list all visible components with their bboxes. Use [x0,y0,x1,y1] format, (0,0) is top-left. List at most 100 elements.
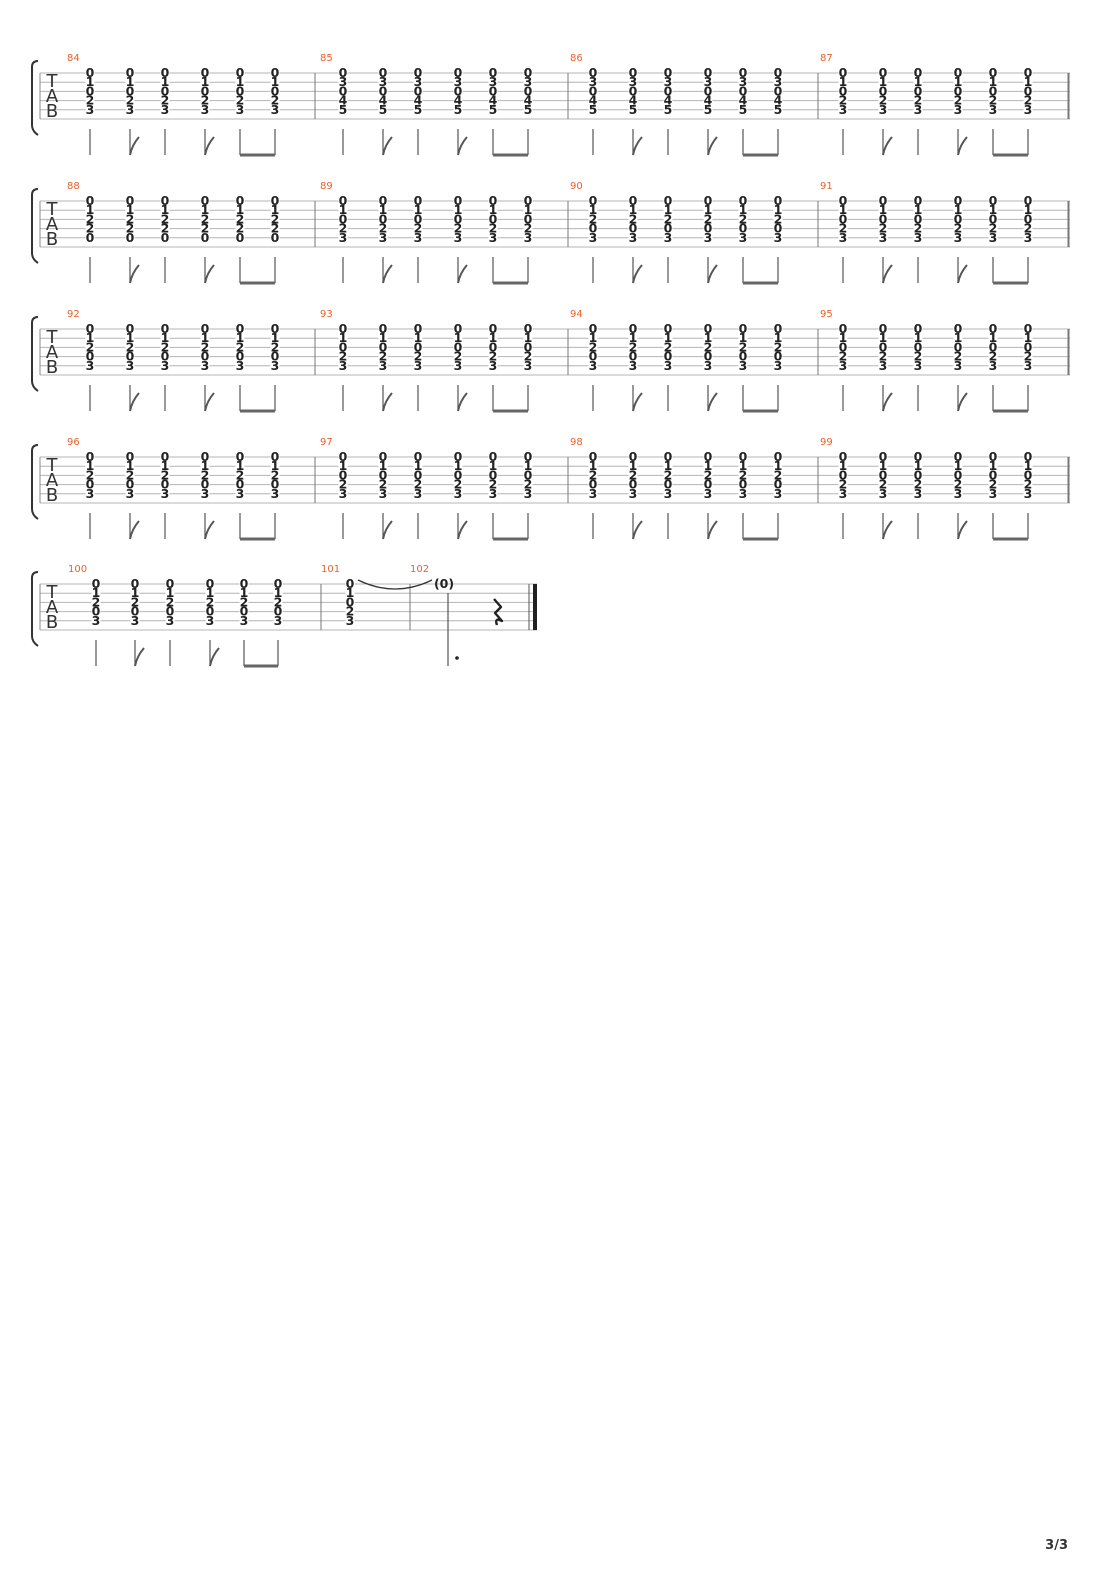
fret-knockout [85,104,95,115]
fret-knockout [378,351,388,362]
eighth-flag [882,520,893,540]
fret-number: 3 [879,486,888,501]
fret-knockout [378,488,388,499]
fret-number: 0 [236,477,245,492]
fret-number: 0 [240,604,249,619]
fret-number: 2 [879,477,888,492]
fret-number: 3 [454,74,463,89]
fret-number: 2 [339,477,348,492]
fret-number: 3 [1024,230,1033,245]
fret-knockout [878,205,888,216]
fret-knockout [838,86,848,97]
fret-knockout [628,470,638,481]
fret-knockout [588,461,598,472]
fret-knockout [913,333,923,344]
fret-number: 2 [954,477,963,492]
fret-number: 2 [86,221,95,236]
fret-number: 2 [414,221,423,236]
fret-knockout [628,461,638,472]
fret-knockout [85,461,95,472]
fret-number: 0 [454,211,463,226]
fret-knockout [773,223,783,234]
fret-number: 1 [879,202,888,217]
fret-number: 1 [989,330,998,345]
fret-number: 2 [989,349,998,364]
fret-number: 2 [414,349,423,364]
eighth-flag [129,392,140,412]
fret-number: 0 [879,65,888,80]
fret-knockout [988,479,998,490]
fret-number: 3 [454,486,463,501]
fret-number: 1 [414,202,423,217]
fret-knockout [913,196,923,206]
eighth-flag [957,264,968,284]
fret-number: 1 [126,74,135,89]
fret-knockout [628,77,638,88]
fret-knockout [378,223,388,234]
measure-number: 92 [67,309,80,320]
fret-knockout [160,452,170,462]
fret-number: 0 [914,65,923,80]
fret-knockout [378,461,388,472]
measure-number: 86 [570,53,583,64]
fret-number: 2 [414,477,423,492]
fret-number: 3 [240,613,249,628]
fret-number: 0 [839,339,848,354]
fret-number: 1 [201,74,210,89]
eighth-flag [957,520,968,540]
fret-number: 2 [86,93,95,108]
fret-number: 3 [346,613,355,628]
fret-number: 3 [629,486,638,501]
fret-number: 0 [161,65,170,80]
fret-number: 0 [774,477,783,492]
fret-number: 0 [664,321,673,336]
fret-knockout [953,205,963,216]
fret-knockout [200,86,210,97]
fret-number: 1 [589,330,598,345]
fret-knockout [878,351,888,362]
fret-knockout [913,452,923,462]
fret-knockout [413,461,423,472]
fret-number: 3 [589,230,598,245]
fret-number: 3 [1024,358,1033,373]
fret-number: 0 [1024,467,1033,482]
fret-knockout [239,588,249,599]
fret-number: 3 [989,358,998,373]
fret-number: 1 [524,458,533,473]
fret-knockout [588,452,598,462]
fret-number: 2 [274,594,283,609]
fret-knockout [488,77,498,88]
fret-knockout [838,461,848,472]
fret-number: 0 [989,65,998,80]
fret-knockout [988,452,998,462]
fret-knockout [200,95,210,106]
fret-number: 2 [86,211,95,226]
fret-number: 3 [704,486,713,501]
eighth-flag [632,392,643,412]
fret-number: 3 [414,358,423,373]
fret-knockout [663,95,673,106]
fret-knockout [270,360,280,371]
fret-knockout [378,196,388,206]
fret-knockout [738,360,748,371]
eighth-flag [707,136,718,156]
fret-number: 3 [414,74,423,89]
fret-knockout [235,461,245,472]
fret-number: 0 [271,230,280,245]
fret-number: 5 [454,102,463,117]
fret-number: 0 [704,83,713,98]
fret-knockout [270,461,280,472]
fret-knockout [663,351,673,362]
fret-number: 0 [1024,321,1033,336]
fret-number: 1 [379,458,388,473]
fret-number: 0 [664,349,673,364]
fret-knockout [125,342,135,353]
